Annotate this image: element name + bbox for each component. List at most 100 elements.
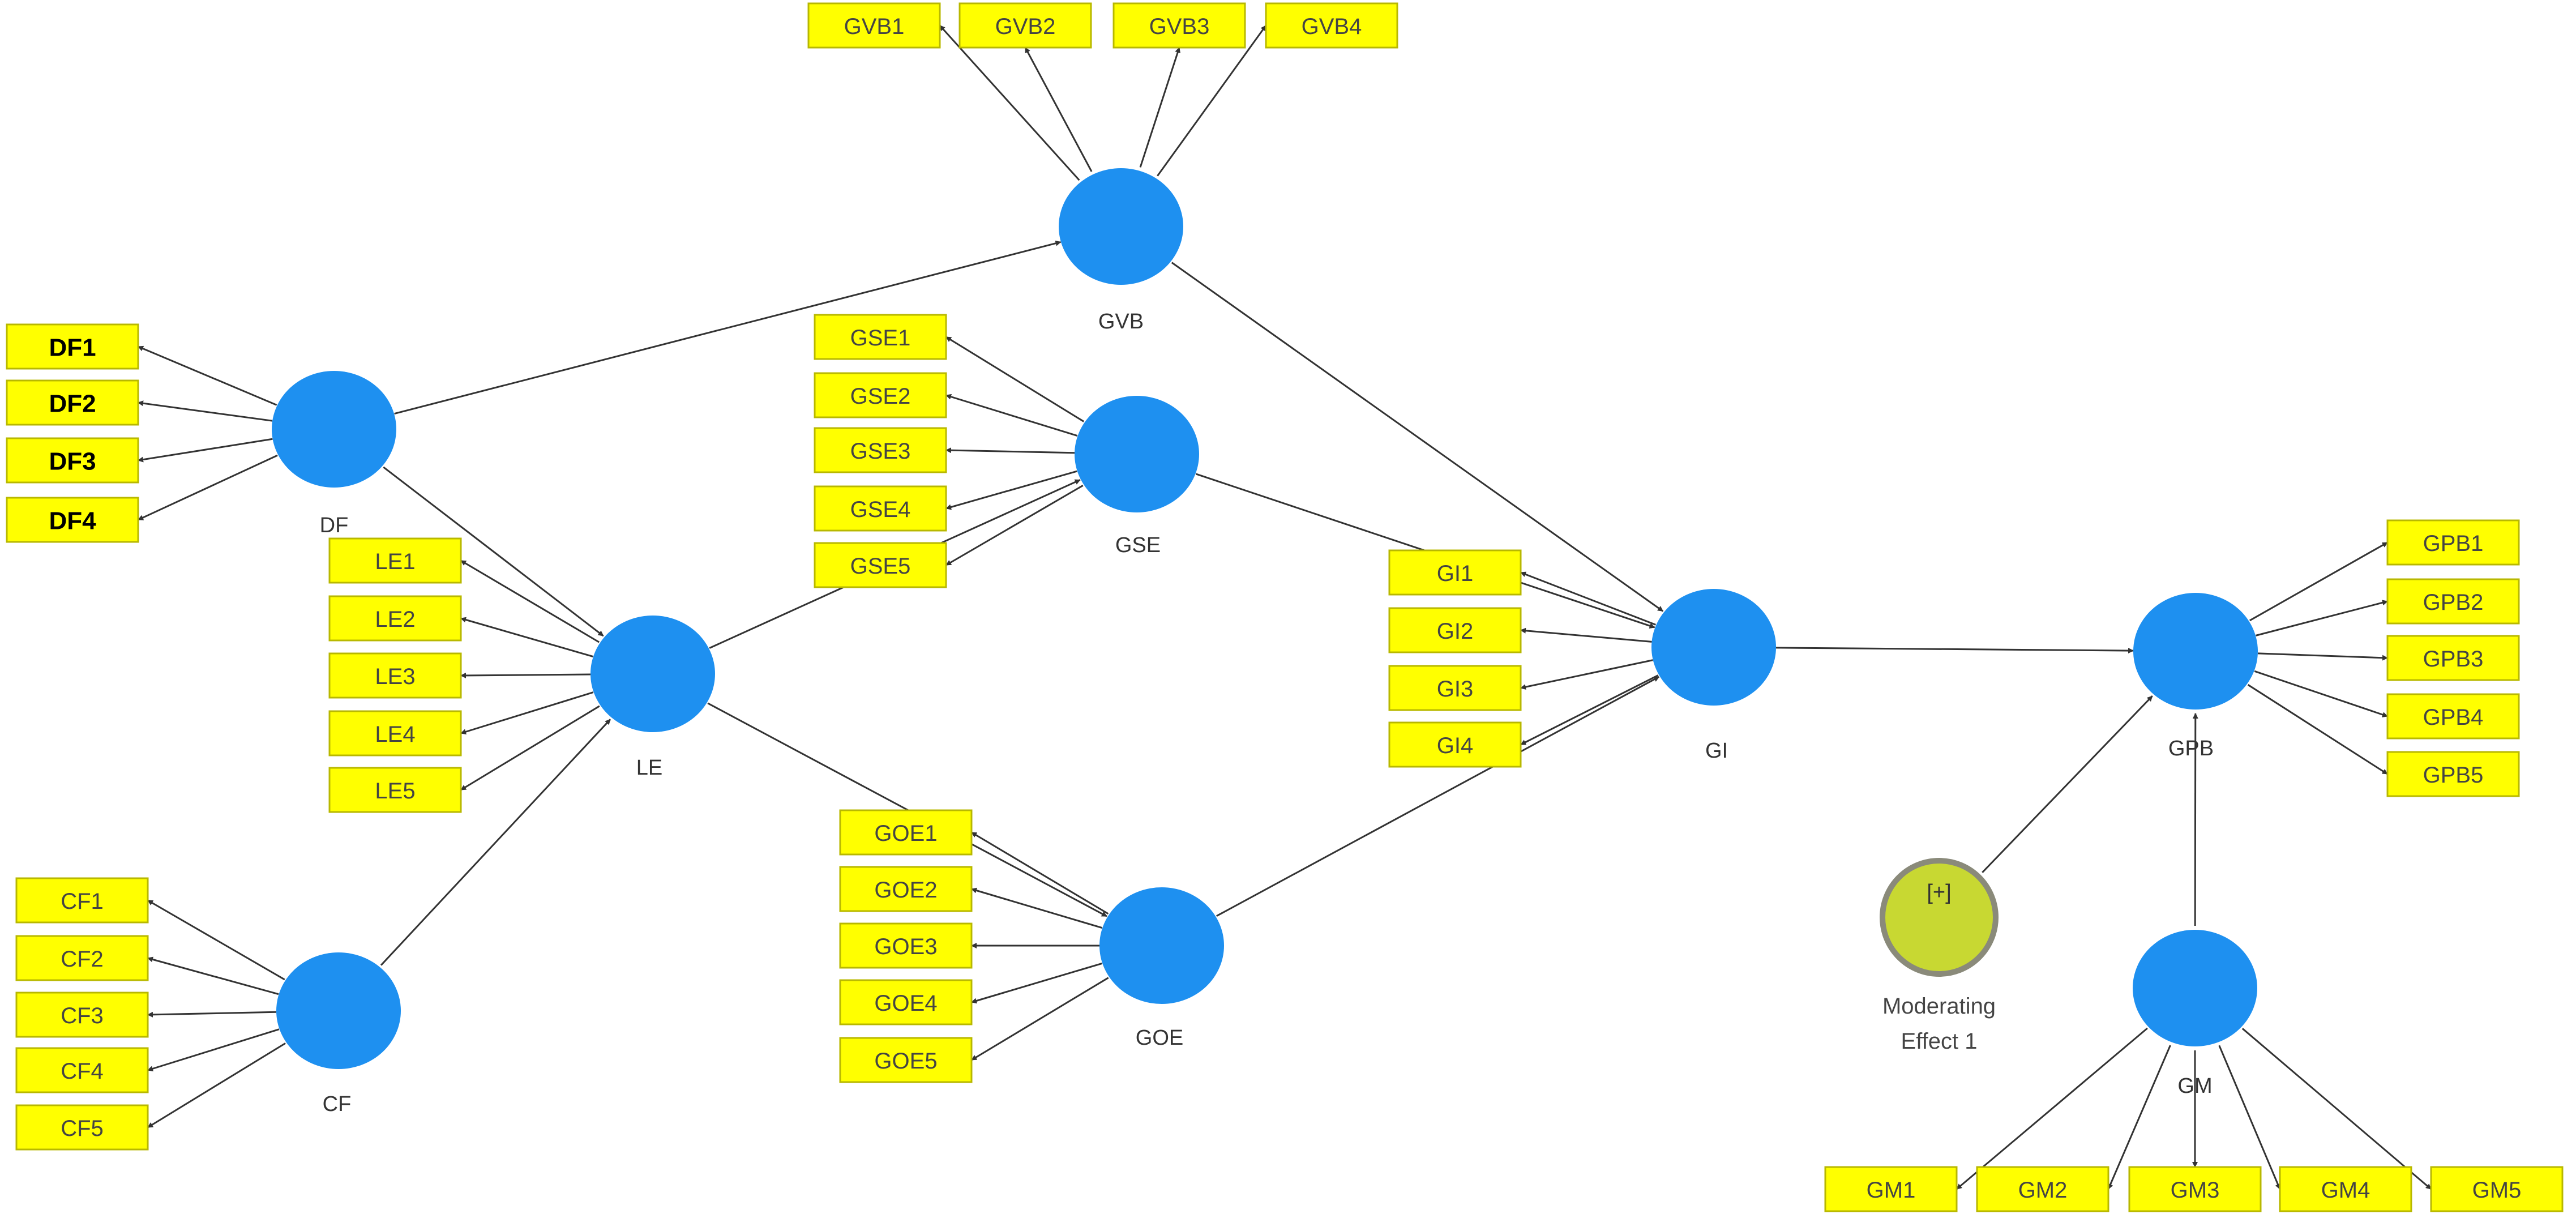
indicator-gvb-1: GVB1 <box>807 2 941 49</box>
indicator-gi-3: GI3 <box>1388 665 1522 711</box>
latent-df <box>272 371 396 488</box>
indicator-gi-1: GI1 <box>1388 549 1522 596</box>
indicator-df-4: DF4 <box>6 497 139 543</box>
edge-goe-indicator <box>971 831 1109 915</box>
indicator-box <box>15 1104 149 1151</box>
indicator-label: GM5 <box>2472 1178 2522 1203</box>
latent-gpb <box>2133 593 2258 710</box>
expand-icon: [+] <box>1927 881 1951 904</box>
indicator-goe-5: GOE5 <box>839 1037 973 1083</box>
indicator-box <box>2386 519 2520 566</box>
indicator-gi-4: GI4 <box>1388 721 1522 768</box>
indicator-label: GOE3 <box>874 934 937 959</box>
edge-gvb-indicator <box>1139 47 1180 168</box>
indicator-box <box>328 767 462 813</box>
indicator-box <box>328 652 462 699</box>
indicator-gm-3: GM3 <box>2128 1166 2262 1212</box>
edge-gvb-indicator <box>939 24 1080 181</box>
indicator-label: GSE5 <box>850 554 911 579</box>
indicator-box <box>2386 693 2520 740</box>
indicator-box <box>1112 2 1246 49</box>
edge-df-indicator <box>138 454 278 521</box>
indicator-box <box>1976 1166 2109 1212</box>
indicator-box <box>15 935 149 981</box>
latent-label-gi: GI <box>1705 739 1728 763</box>
indicator-gm-1: GM1 <box>1824 1166 1958 1212</box>
indicator-gse-4: GSE4 <box>814 485 947 532</box>
edge-le-indicator <box>460 617 593 657</box>
indicator-gi-2: GI2 <box>1388 607 1522 653</box>
edge-gse-indicator <box>945 394 1078 437</box>
edge-gi-indicator <box>1520 571 1656 626</box>
indicator-label: CF2 <box>61 947 104 972</box>
indicator-box <box>2128 1166 2262 1212</box>
indicator-label: DF4 <box>49 507 96 535</box>
indicator-goe-3: GOE3 <box>839 922 973 969</box>
indicator-df-3: DF3 <box>6 437 139 484</box>
path-gm-to-gpb <box>2192 712 2198 926</box>
indicator-label: GSE2 <box>850 384 911 409</box>
edge-gpb-indicator <box>2256 600 2388 636</box>
indicator-label: GI1 <box>1437 561 1473 586</box>
moderating-effect-label-line2: Effect 1 <box>1901 1029 1978 1054</box>
indicator-le-3: LE3 <box>328 652 462 699</box>
indicator-gpb-2: GPB2 <box>2386 578 2520 625</box>
latent-label-goe: GOE <box>1136 1026 1183 1050</box>
indicator-box <box>839 866 973 912</box>
moderating-effect-label-line1: Moderating <box>1882 994 1996 1019</box>
latent-gvb <box>1059 168 1183 285</box>
indicator-label: GM1 <box>1867 1178 1916 1203</box>
path-gi-to-gpb <box>1775 647 2134 654</box>
indicator-box <box>814 485 947 532</box>
latent-label-gse: GSE <box>1115 533 1161 557</box>
indicator-box <box>1824 1166 1958 1212</box>
edge-le-indicator <box>460 705 600 791</box>
edge-cf-indicator <box>147 956 279 995</box>
edge-cf-indicator <box>147 1011 277 1018</box>
indicator-box <box>1388 721 1522 768</box>
indicator-label: LE4 <box>375 722 415 747</box>
indicator-label: CF1 <box>61 889 104 914</box>
indicator-gvb-3: GVB3 <box>1112 2 1246 49</box>
indicator-label: LE5 <box>375 779 415 804</box>
indicator-label: GVB4 <box>1302 14 1362 39</box>
indicator-box <box>6 323 139 370</box>
edge-cf-indicator <box>147 899 285 981</box>
indicator-box <box>15 877 149 924</box>
latent-label-gvb: GVB <box>1098 310 1144 334</box>
indicator-box <box>6 497 139 543</box>
path-df-to-gvb <box>394 240 1062 415</box>
indicator-label: GVB1 <box>844 14 905 39</box>
indicator-label: GM4 <box>2321 1178 2370 1203</box>
indicator-box <box>6 437 139 484</box>
indicator-gse-5: GSE5 <box>814 542 947 588</box>
indicator-gvb-2: GVB2 <box>958 2 1092 49</box>
indicator-label: DF3 <box>49 448 96 476</box>
edge-gvb-indicator <box>1024 47 1093 172</box>
indicator-le-5: LE5 <box>328 767 462 813</box>
edge-gse-indicator <box>945 485 1084 566</box>
edge-df-indicator <box>138 438 273 463</box>
latent-cf <box>276 952 401 1069</box>
edge-gm-indicator <box>2241 1028 2432 1190</box>
indicator-gvb-4: GVB4 <box>1265 2 1398 49</box>
edge-gse-indicator <box>945 447 1075 454</box>
indicator-cf-2: CF2 <box>15 935 149 981</box>
indicator-label: GOE4 <box>874 991 937 1016</box>
indicator-box <box>814 427 947 473</box>
edge-gpb-indicator <box>2247 684 2388 775</box>
indicator-label: GPB1 <box>2423 531 2484 556</box>
edge-gse-indicator <box>945 336 1085 422</box>
indicator-label: CF5 <box>61 1116 104 1141</box>
indicator-label: GOE1 <box>874 821 937 846</box>
path-gvb-to-gi <box>1171 262 1664 612</box>
indicator-box <box>958 2 1092 49</box>
indicator-box <box>814 372 947 418</box>
indicator-df-2: DF2 <box>6 379 139 426</box>
indicator-box <box>814 542 947 588</box>
indicator-gm-4: GM4 <box>2279 1166 2412 1212</box>
edge-goe-indicator <box>971 977 1109 1061</box>
latent-gm <box>2133 930 2257 1046</box>
edge-gi-indicator <box>1520 627 1652 643</box>
indicator-label: LE3 <box>375 664 415 689</box>
